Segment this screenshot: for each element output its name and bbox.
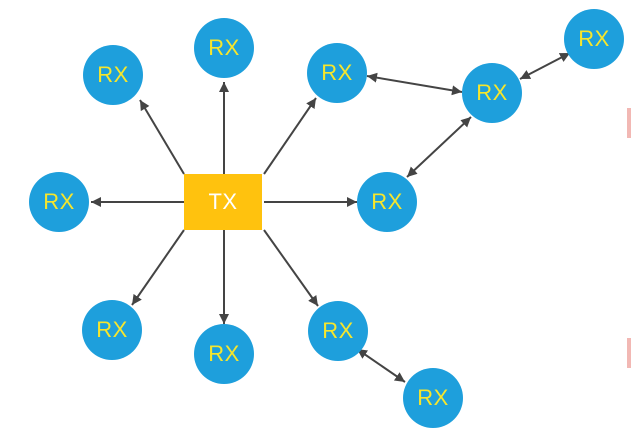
edge-rx3-rx9 bbox=[366, 72, 463, 96]
right-edge-mark-bottom bbox=[627, 338, 631, 368]
edge-rx5-rx9 bbox=[406, 116, 472, 178]
receiver-node-8: RX bbox=[308, 301, 368, 361]
transmitter-node: TX bbox=[184, 174, 262, 230]
edge-rx9-rx10 bbox=[519, 52, 571, 80]
right-edge-mark-top bbox=[627, 108, 631, 138]
receiver-node-11: RX bbox=[403, 368, 463, 428]
receiver-node-3: RX bbox=[307, 43, 367, 103]
edge-tx-rx6 bbox=[131, 229, 185, 306]
receiver-node-4: RX bbox=[29, 172, 89, 232]
receiver-node-5: RX bbox=[357, 172, 417, 232]
edge-tx-rx1 bbox=[139, 99, 185, 175]
edge-rx8-rx11 bbox=[356, 348, 406, 383]
receiver-node-7: RX bbox=[194, 324, 254, 384]
receiver-node-2: RX bbox=[194, 18, 254, 78]
receiver-node-6: RX bbox=[82, 300, 142, 360]
receiver-node-9: RX bbox=[462, 63, 522, 123]
receiver-node-1: RX bbox=[83, 45, 143, 105]
receiver-node-10: RX bbox=[564, 9, 624, 69]
edge-tx-rx3 bbox=[263, 97, 317, 175]
edge-tx-rx8 bbox=[263, 229, 319, 307]
